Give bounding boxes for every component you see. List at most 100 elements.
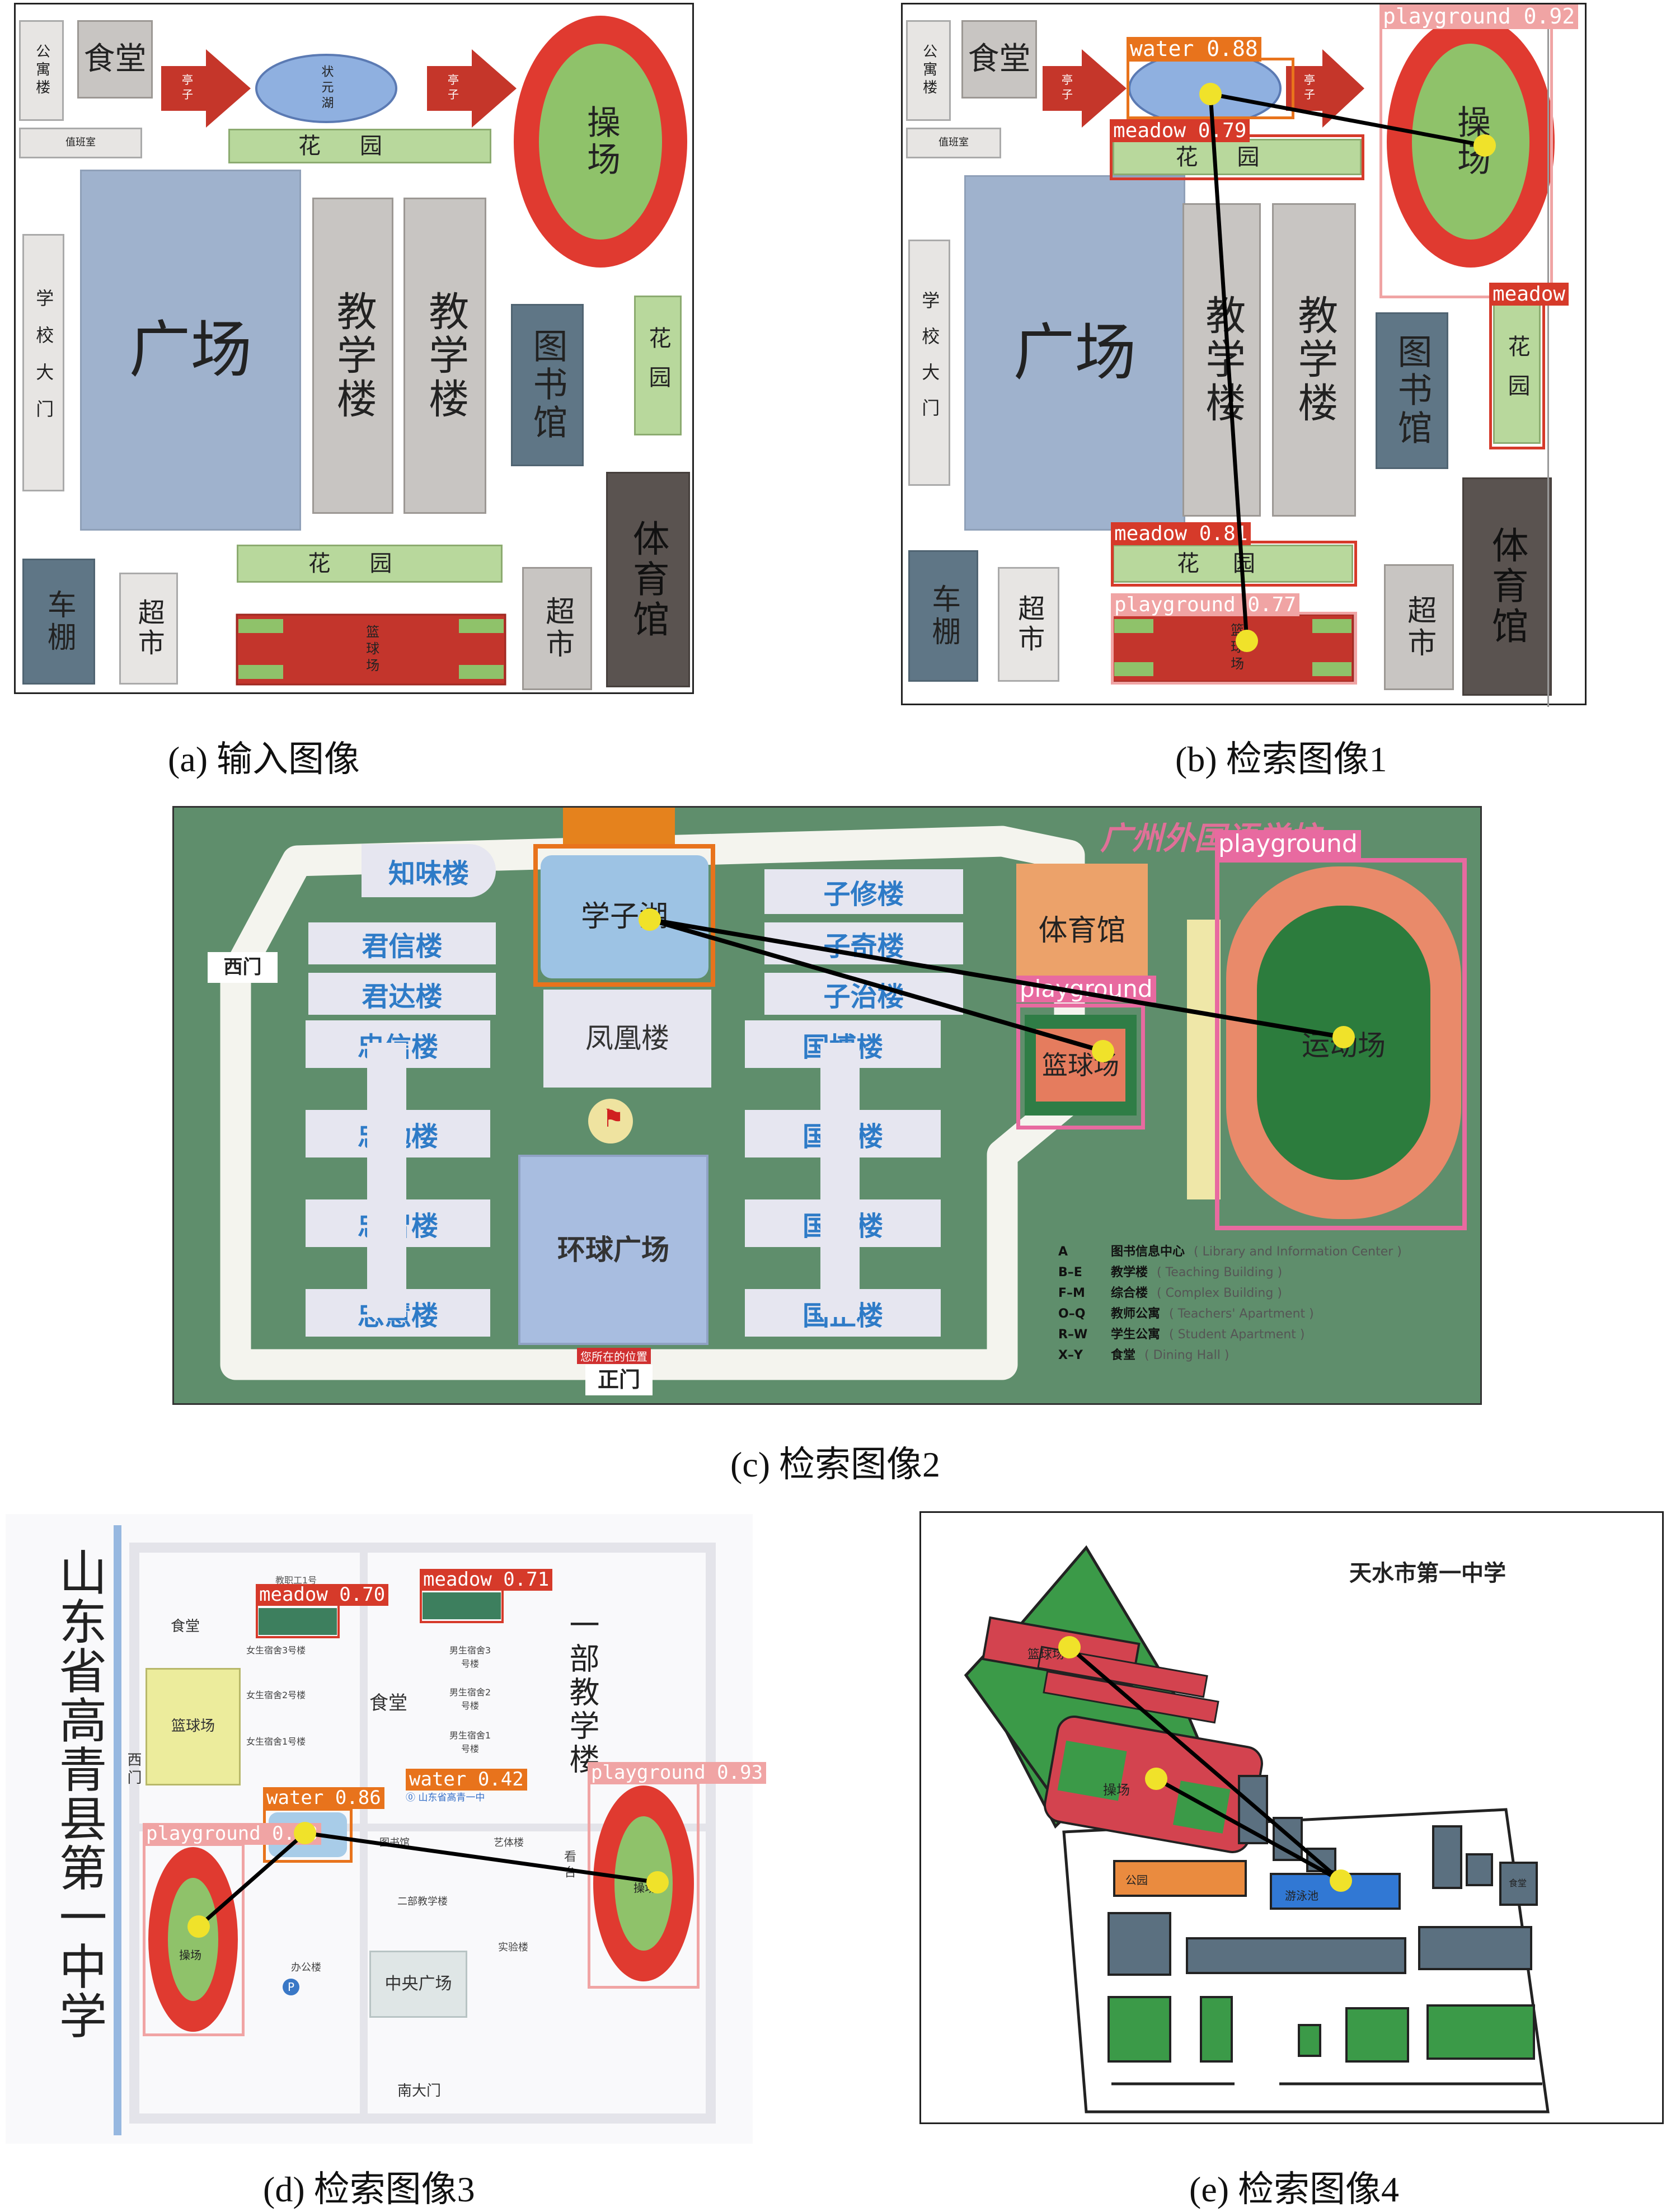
detection-label-playground-court: playground [1016,975,1156,1003]
pool-e: 游泳池 [1285,1889,1318,1902]
pin-icon: ⓪ [406,1792,419,1803]
lake-label: 状元湖 [319,65,334,112]
flag-circle [588,1099,633,1144]
orange-gate-top [563,808,675,847]
map-d-roads [114,1525,716,2135]
detection-label-playground-bottom: playground 0.77 [1111,593,1300,617]
market-block-right: 超市 [1384,564,1454,690]
center-dot-court [1092,1040,1114,1062]
flag-icon: ⚑ [602,1104,625,1133]
connector-right [820,1043,860,1317]
relation-lines-d [197,1831,658,1928]
west-gate-d: 西门 [125,1752,142,1788]
market-block-right: 超市 [522,567,592,690]
gate-block: 学校大门 [908,240,950,486]
global-square: 环球广场 [518,1155,708,1345]
building-junda: 君达楼 [308,973,496,1015]
playground-e: 操场 [1103,1782,1130,1798]
detection-box-playground-stadium [1215,858,1467,1230]
panel-d-retrieved-3: 山东省高青县第一中学 食堂 食堂 一部教学楼 教职工1号 meadow 0.70… [6,1514,767,2144]
detection-label-water-2: water 0.42 [406,1768,527,1791]
school-name-e: 天水市第一中学 [1349,1560,1506,1586]
pavilion-arrow-1 [1043,49,1127,128]
teaching-d-2: 二部教学楼 [397,1896,448,1908]
garden-top: 花园 [228,129,491,163]
south-gate: 南大门 [397,2083,442,2099]
school-name-d: 山东省高青县第一中学 [50,1548,106,2040]
building-zhiwei: 知味楼 [362,844,496,897]
detection-label-playground-left: playground 0.93 [143,1822,322,1845]
court-shapes-b [1111,613,1354,683]
garden-top: 花园 [1113,139,1362,175]
center-dot-playground-right [646,1871,669,1894]
relation-lines-c [649,917,1344,1053]
caption-b: (b) 检索图像1 [1175,739,1387,779]
lab-building: 实验楼 [498,1942,528,1953]
detection-label-meadow-2: meadow 0.71 [420,1568,553,1591]
phoenix-building: 凤凰楼 [543,990,711,1088]
teaching-block-2: 教学楼 [403,198,486,514]
detection-label-playground-stadium: playground [1215,830,1361,859]
court-shapes-a [236,613,506,686]
center-dot-lake [639,908,661,931]
center-dot-court-e [1058,1636,1081,1658]
relation-lines-b [1208,92,1485,641]
playground-text-d-1: 操场 [179,1948,201,1962]
market-block-left: 超市 [998,567,1059,682]
canteen-e: 食堂 [1509,1878,1527,1888]
caption-a: (a) 输入图像 [168,739,360,779]
canteen-block: 食堂 [961,20,1037,99]
green-block-2 [423,1592,501,1619]
center-dot-water-d [294,1822,316,1844]
teaching-block-2: 教学楼 [1272,203,1356,517]
building-zizhi: 子治楼 [764,973,963,1015]
map-a-shapes [161,16,687,268]
boys-dorm-1: 男生宿舍1号楼 [449,1730,491,1754]
pavilion-label-1: 亭子 [1059,74,1073,103]
pavilion-arrow-1 [161,49,251,128]
square-block: 广场 [964,175,1185,531]
parking-icon: P [283,1979,299,1995]
detection-label-meadow-top: meadow 0.79 [1110,119,1250,143]
garden-right: 花园 [634,296,682,435]
teacher-dorm: 教职工1号 [275,1575,317,1586]
detection-label-water-1: water 0.86 [263,1787,384,1810]
playgrounds-d [148,1785,694,2032]
apartment-block: 公寓楼 [19,20,64,121]
pavilion-arrow-2 [427,49,517,128]
center-dot-playground-left [187,1915,210,1938]
center-dot-playground-top [1473,134,1496,157]
detection-label-water: water 0.88 [1127,36,1261,62]
canteen-d-1: 食堂 [171,1618,200,1635]
main-gate: 正门 [585,1365,653,1395]
playground-label: 操场 [581,105,621,179]
center-dot-water [1199,83,1222,105]
boys-dorm-2: 男生宿舍2号楼 [449,1687,491,1711]
canteen-d-2: 食堂 [369,1692,407,1714]
dorm-block: 值班室 [906,128,1001,158]
square-block: 广场 [80,170,301,531]
garden-bottom: 花园 [1113,545,1353,583]
detection-label-meadow-bottom: meadow 0.81 [1111,522,1251,546]
lake-c: 学子湖 [541,855,708,978]
teaching-block-1: 教学楼 [312,198,393,514]
gym-block: 体育馆 [1462,477,1552,696]
stand-label: 看台 [562,1850,576,1881]
office-building: 办公楼 [291,1962,321,1974]
playground-field [539,44,662,240]
court-label-a: 篮球场 [363,624,379,675]
apartment-block: 公寓楼 [906,20,951,121]
building-zixiu: 子修楼 [764,869,963,914]
library-block: 图书馆 [511,304,584,466]
detection-box-playground-court [1016,1004,1145,1130]
detection-label-playground-right: playground 0.93 [588,1761,767,1784]
center-dot-playground-e [1145,1768,1167,1790]
pavilion-label-2: 亭子 [1302,74,1316,103]
girls-dorm-1: 女生宿舍1号楼 [246,1736,306,1747]
detection-label-playground-top: playground 0.92 [1379,4,1579,29]
